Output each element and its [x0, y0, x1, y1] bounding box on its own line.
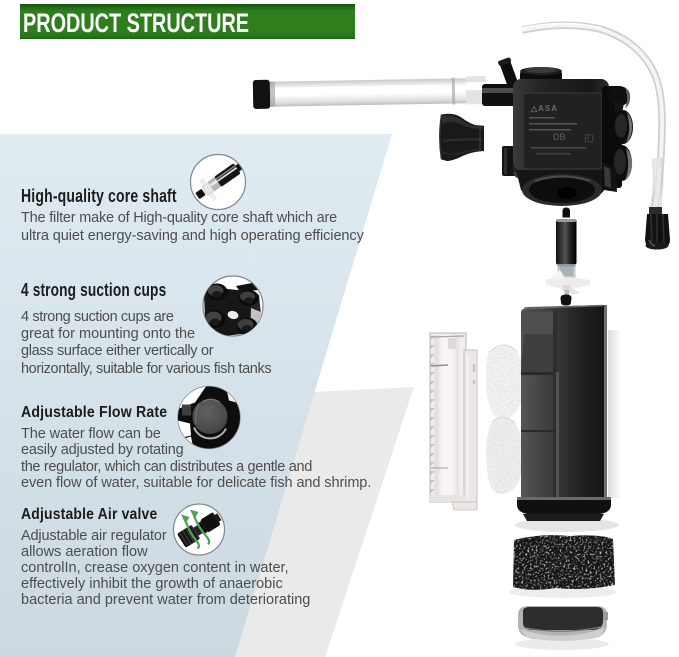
svg-text:△ASA: △ASA — [530, 104, 558, 113]
svg-text:◰: ◰ — [584, 133, 593, 144]
svg-text:DB: DB — [553, 132, 566, 142]
